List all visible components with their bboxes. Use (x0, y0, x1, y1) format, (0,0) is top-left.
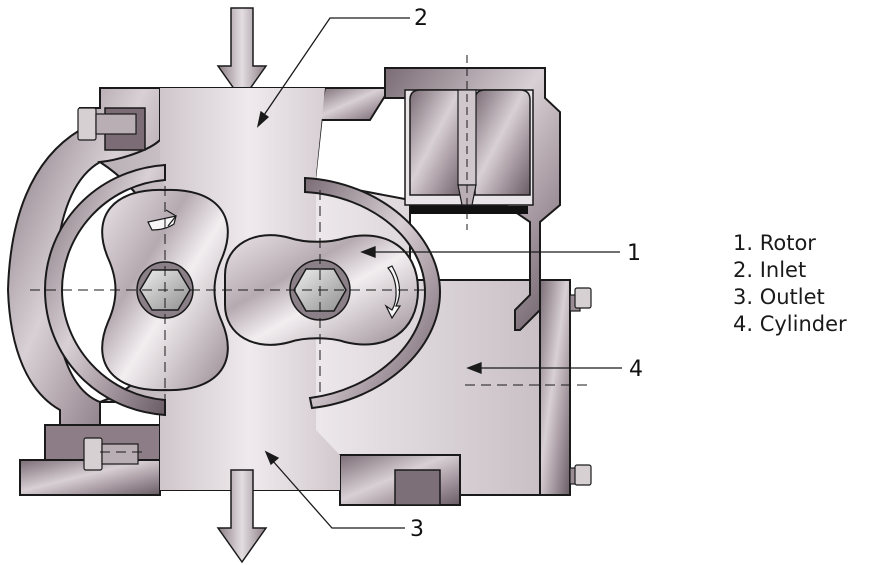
callout-cylinder: 4 (629, 357, 643, 382)
leader-outlet-arrowhead (264, 450, 280, 466)
rotation-arrow-right-icon (384, 265, 402, 320)
casing-bolt-top-shank (95, 113, 137, 135)
leader-inlet-arrowhead (256, 110, 270, 128)
parts-legend: 1. Rotor 2. Inlet 3. Outlet 4. Cylinder (733, 230, 847, 338)
flange-bolt-top (574, 287, 592, 309)
leader-inlet (261, 17, 410, 119)
casing-bolts (77, 107, 139, 471)
flange-bolt-bottom (574, 464, 592, 486)
relief-valve-housing (384, 55, 561, 331)
leader-rotor-arrowhead (360, 246, 376, 258)
leader-lines (256, 17, 622, 529)
cylinder-wall-right (304, 176, 442, 410)
casing-top-shoulder (316, 87, 392, 121)
casing-bolt-bottom-head (83, 437, 103, 471)
callout-rotor: 1 (627, 241, 641, 266)
centerlines (30, 170, 590, 453)
casing-bolt-top-head (77, 107, 97, 141)
foot-right-block (394, 469, 441, 506)
legend-item-outlet: 3. Outlet (733, 285, 825, 309)
callout-inlet: 2 (414, 6, 428, 31)
legend-item-rotor: 1. Rotor (733, 231, 816, 255)
cylinder-walls (43, 163, 442, 417)
valve-seat (410, 206, 528, 214)
valve-tip (457, 184, 477, 206)
valve-piston-left (409, 89, 466, 196)
casing-bolt-bottom-shank (101, 443, 139, 465)
rotation-arrow-left-icon (147, 215, 177, 231)
callout-outlet: 3 (410, 517, 424, 542)
leader-outlet (271, 459, 405, 529)
leader-cylinder-arrowhead (466, 362, 482, 374)
outlet-flow-arrow (216, 469, 268, 564)
valve-piston-right (474, 89, 531, 196)
flange-plate (539, 279, 571, 496)
cylinder-wall-left (43, 163, 166, 417)
inlet-flow-arrow (216, 7, 268, 102)
legend-item-cylinder: 4. Cylinder (733, 312, 847, 336)
outlet-flange (539, 279, 592, 496)
legend-item-inlet: 2. Inlet (733, 258, 807, 282)
